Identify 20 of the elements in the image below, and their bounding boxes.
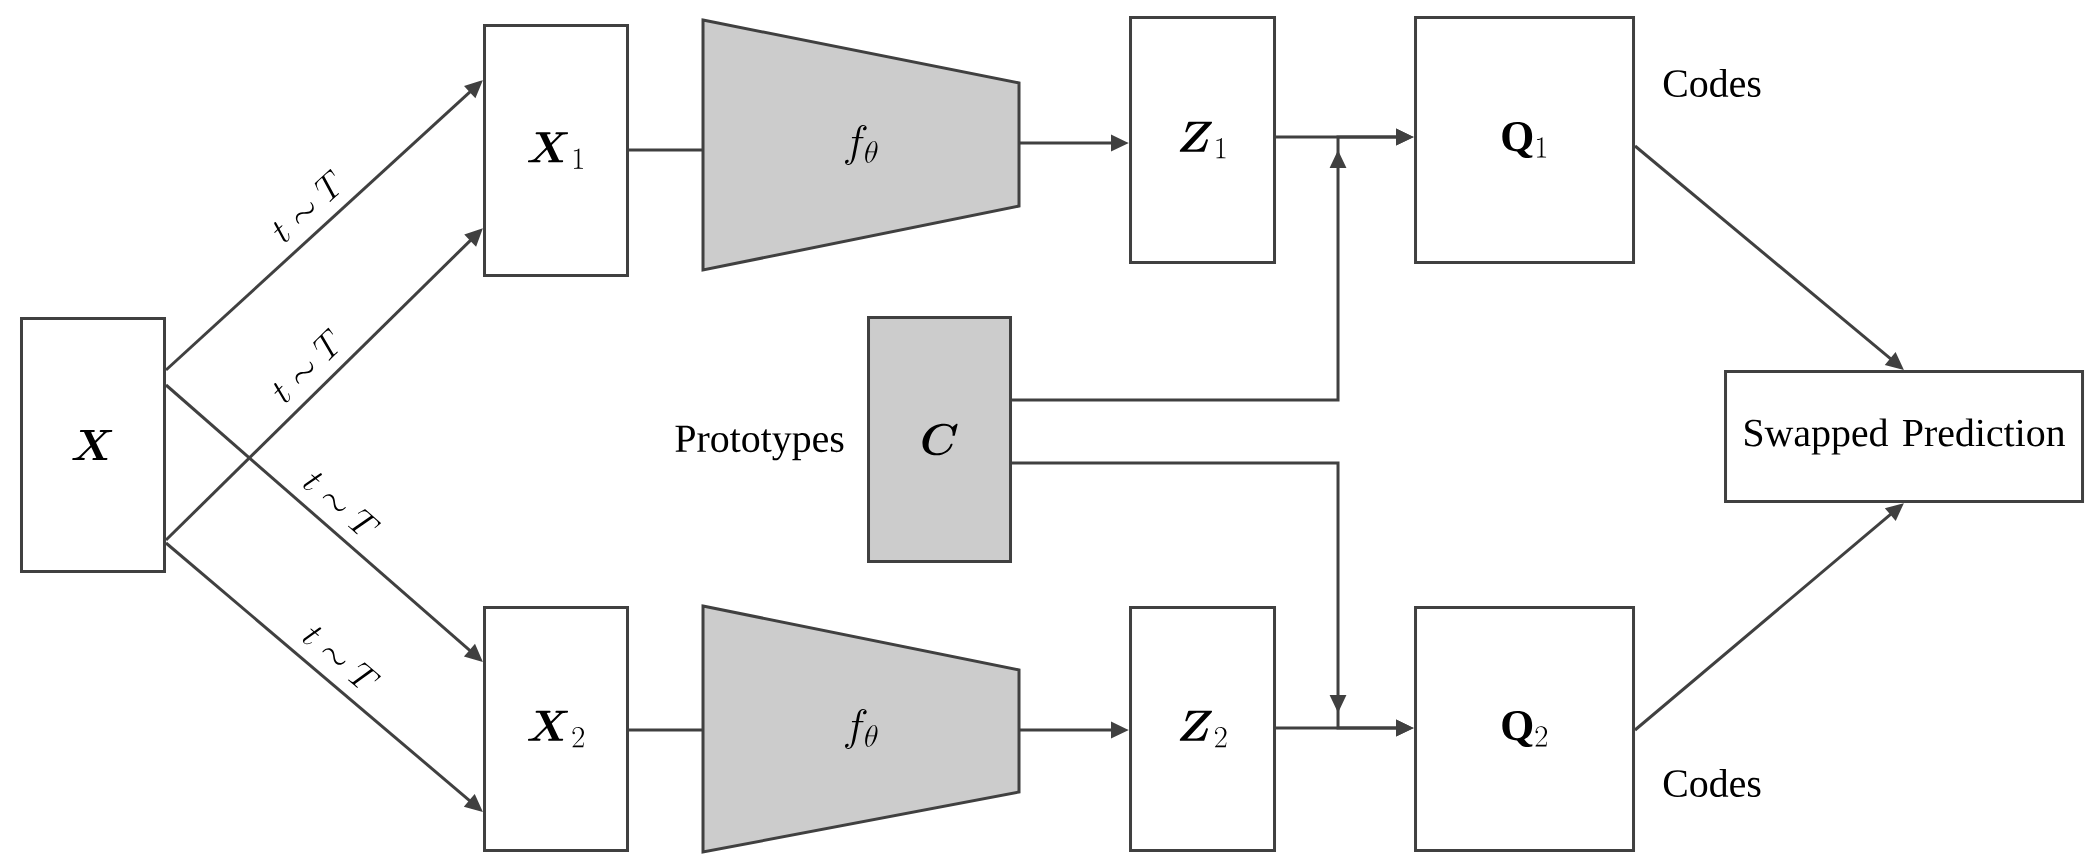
edge-label: $t\sim T$ [274,168,339,242]
input-box: $\boldsymbol{X}$ [20,317,166,573]
output-box: Swapped Prediction [1724,370,2085,503]
edge-label: $t\sim T$ [303,473,381,535]
connector-line [629,148,703,152]
view-box: $\boldsymbol{X}_{1}$ [483,24,629,277]
feature-box: $\boldsymbol{Z}_{2}$ [1129,606,1276,852]
code-box: $\mathbf{Q}_{2}$ [1414,606,1635,852]
feature-box: $\boldsymbol{Z}_{1}$ [1129,16,1276,264]
view-box: $\boldsymbol{X}_{2}$ [483,606,629,852]
edge-label: $t\sim T$ [274,327,338,403]
encoder-trapezoid: $f_{\theta}$ [701,18,1021,272]
node-caption: Prototypes [675,425,844,461]
encoder-trapezoid: $f_{\theta}$ [701,604,1021,854]
node-caption: Codes [1663,769,1761,798]
edge-label: $t\sim T$ [302,627,381,688]
code-box: $\mathbf{Q}_{1}$ [1414,16,1635,264]
prototype-box: $\boldsymbol{C}$ [867,316,1012,563]
connector-line [629,728,703,732]
node-caption: Codes [1663,69,1761,97]
